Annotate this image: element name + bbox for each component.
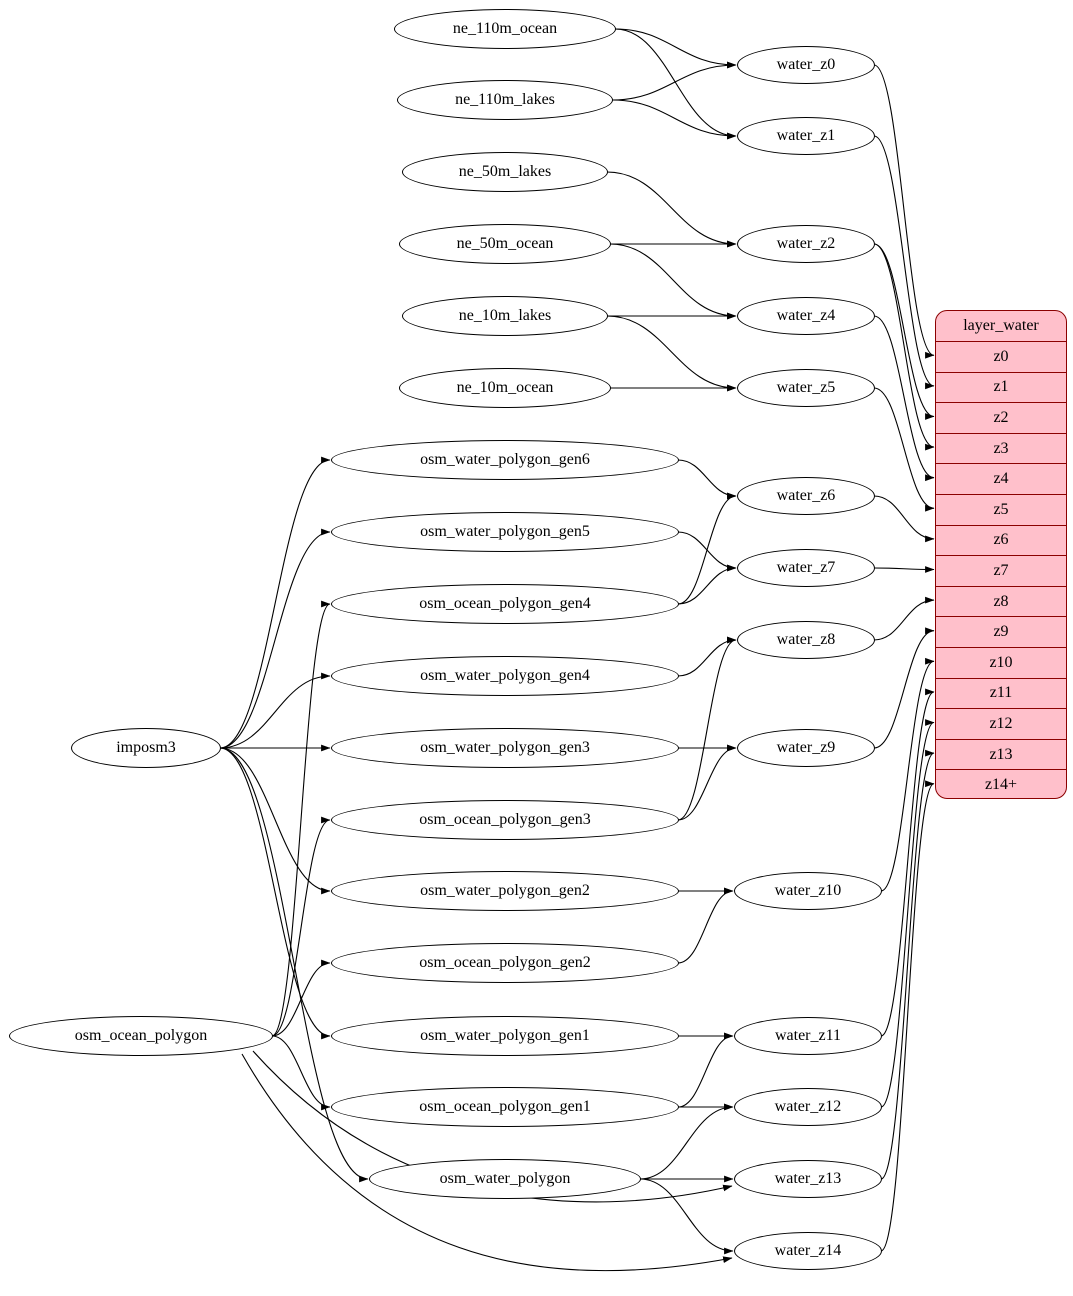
- layer-water-title: layer_water: [963, 317, 1039, 334]
- edge-water_z4-to-layer_water-z4: [873, 315, 935, 482]
- edge-osm_water_polygon_gen6-to-water_z6: [677, 459, 737, 500]
- edge-water_z1-to-layer_water-z1: [873, 135, 935, 390]
- graph-node-ne_10m_ocean: ne_10m_ocean: [399, 368, 611, 408]
- edge-imposm3-to-osm_water_polygon_gen1: [219, 747, 331, 1040]
- layer-water-row-z6: z6: [936, 524, 1066, 556]
- edge-ne_110m_lakes-to-water_z1: [611, 99, 737, 140]
- edge-osm_ocean_polygon_gen2-to-water_z10: [677, 887, 734, 964]
- edge-water_z9-to-layer_water-z9: [873, 627, 935, 749]
- edge-water_z5-to-layer_water-z5: [873, 387, 935, 512]
- edge-imposm3-to-osm_water_polygon_gen6: [219, 456, 331, 749]
- graph-node-water_z9: water_z9: [737, 729, 875, 767]
- edge-osm_ocean_polygon_gen1-to-water_z11: [677, 1032, 734, 1108]
- edge-ne_10m_lakes-to-water_z5: [606, 315, 737, 392]
- graph-node-ne_50m_lakes: ne_50m_lakes: [402, 152, 608, 192]
- layer-water-row-z13: z13: [936, 738, 1066, 770]
- edge-osm_ocean_polygon-to-water_z14: [241, 1053, 733, 1272]
- graph-node-osm_water_polygon_gen3: osm_water_polygon_gen3: [331, 728, 679, 768]
- graph-node-water_z5: water_z5: [737, 369, 875, 407]
- edge-osm_ocean_polygon-to-osm_ocean_polygon_gen2: [271, 959, 331, 1037]
- layer-water-row-z1: z1: [936, 371, 1066, 403]
- edge-imposm3-to-osm_water_polygon_gen4: [219, 672, 331, 749]
- edge-osm_ocean_polygon_gen3-to-water_z9: [677, 744, 737, 821]
- layer-water-row-z14plus: z14+: [936, 769, 1066, 798]
- edge-osm_ocean_polygon-to-osm_ocean_polygon_gen1: [271, 1035, 331, 1111]
- graph-node-osm_water_polygon_gen4: osm_water_polygon_gen4: [331, 656, 679, 696]
- graph-node-water_z2: water_z2: [737, 225, 875, 263]
- layer-water-row-z2: z2: [936, 402, 1066, 433]
- edge-ne_50m_ocean-to-water_z4: [609, 243, 737, 320]
- graph-node-osm_water_polygon_gen1: osm_water_polygon_gen1: [331, 1016, 679, 1056]
- graph-node-water_z8: water_z8: [737, 621, 875, 659]
- edge-ne_110m_ocean-to-water_z0: [614, 28, 737, 69]
- layer-water-row-z9: z9: [936, 616, 1066, 647]
- edge-ne_50m_lakes-to-water_z2: [606, 171, 737, 248]
- graph-node-imposm3: imposm3: [71, 728, 221, 768]
- graph-node-water_z12: water_z12: [734, 1088, 882, 1126]
- edge-water_z8-to-layer_water-z8: [873, 596, 935, 641]
- graph-node-osm_ocean_polygon_gen4: osm_ocean_polygon_gen4: [331, 584, 679, 624]
- edge-osm_ocean_polygon_gen4-to-water_z6: [677, 492, 737, 605]
- graph-node-ne_10m_lakes: ne_10m_lakes: [402, 296, 608, 336]
- graph-node-osm_ocean_polygon: osm_ocean_polygon: [9, 1016, 273, 1056]
- edge-water_z12-to-layer_water-z12: [880, 719, 935, 1108]
- graph-node-water_z0: water_z0: [737, 46, 875, 84]
- layer-water-row-z11: z11: [936, 677, 1066, 709]
- edge-water_z2-to-layer_water-z3: [873, 243, 935, 451]
- graph-node-water_z13: water_z13: [734, 1160, 882, 1198]
- edge-water_z2-to-layer_water-z2: [873, 243, 935, 420]
- edge-osm_water_polygon_gen4-to-water_z8: [677, 636, 737, 677]
- graph-node-ne_110m_lakes: ne_110m_lakes: [397, 80, 613, 120]
- edge-imposm3-to-osm_water_polygon: [219, 747, 369, 1183]
- edge-imposm3-to-osm_water_polygon_gen5: [219, 528, 331, 749]
- graph-node-water_z14: water_z14: [734, 1232, 882, 1270]
- layer-water-row-z3: z3: [936, 432, 1066, 464]
- graph-node-ne_110m_ocean: ne_110m_ocean: [394, 9, 616, 49]
- graph-node-water_z4: water_z4: [737, 297, 875, 335]
- edge-water_z14-to-layer_water-z14plus: [880, 780, 935, 1252]
- layer-water-row-z12: z12: [936, 708, 1066, 739]
- edge-water_z11-to-layer_water-z11: [880, 688, 935, 1037]
- graph-node-water_z6: water_z6: [737, 477, 875, 515]
- graph-node-water_z10: water_z10: [734, 872, 882, 910]
- edge-water_z6-to-layer_water-z6: [873, 495, 935, 543]
- graph-node-osm_water_polygon: osm_water_polygon: [369, 1159, 641, 1199]
- graph-node-osm_ocean_polygon_gen3: osm_ocean_polygon_gen3: [331, 800, 679, 840]
- edge-ne_110m_lakes-to-water_z0: [611, 61, 737, 101]
- graph-node-osm_water_polygon_gen2: osm_water_polygon_gen2: [331, 871, 679, 911]
- edge-osm_ocean_polygon-to-osm_ocean_polygon_gen3: [271, 816, 331, 1037]
- graph-node-water_z7: water_z7: [737, 549, 875, 587]
- graph-node-osm_ocean_polygon_gen1: osm_ocean_polygon_gen1: [331, 1087, 679, 1127]
- graph-node-osm_water_polygon_gen5: osm_water_polygon_gen5: [331, 512, 679, 552]
- edge-osm_ocean_polygon-to-osm_ocean_polygon_gen4: [271, 600, 331, 1037]
- edge-osm_ocean_polygon_gen4-to-water_z7: [677, 564, 737, 605]
- graph-node-water_z11: water_z11: [734, 1017, 882, 1055]
- layer-water-row-z10: z10: [936, 646, 1066, 678]
- edge-water_z7-to-layer_water-z7: [873, 566, 935, 573]
- graph-node-ne_50m_ocean: ne_50m_ocean: [399, 224, 611, 264]
- edge-osm_water_polygon-to-water_z12: [639, 1103, 734, 1180]
- graph-node-osm_water_polygon_gen6: osm_water_polygon_gen6: [331, 440, 679, 480]
- edge-imposm3-to-osm_water_polygon_gen2: [219, 747, 331, 895]
- edge-water_z13-to-layer_water-z13: [880, 749, 935, 1180]
- edge-ne_110m_ocean-to-water_z1: [614, 28, 737, 140]
- edge-osm_ocean_polygon_gen3-to-water_z8: [677, 636, 737, 821]
- edge-water_z10-to-layer_water-z10: [880, 658, 935, 892]
- graph-node-water_z1: water_z1: [737, 117, 875, 155]
- layer-water-row-z7: z7: [936, 555, 1066, 586]
- layer-water-row-z0: z0: [936, 341, 1066, 372]
- edge-water_z0-to-layer_water-z0: [873, 64, 935, 359]
- graph-node-osm_ocean_polygon_gen2: osm_ocean_polygon_gen2: [331, 943, 679, 983]
- edge-osm_water_polygon-to-water_z14: [639, 1178, 734, 1255]
- layer-water-row-z8: z8: [936, 585, 1066, 617]
- layer-water-row-z5: z5: [936, 493, 1066, 525]
- layer-water-row-z4: z4: [936, 463, 1066, 494]
